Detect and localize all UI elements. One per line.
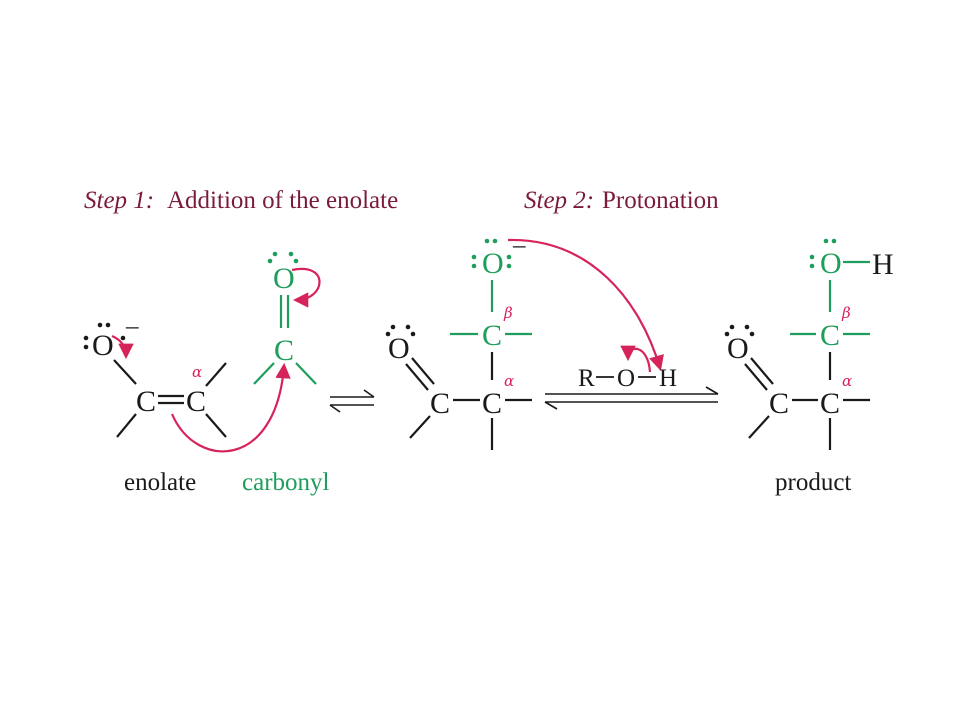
alkoxide-oxygen: O — [482, 247, 504, 280]
alpha-label: α — [842, 372, 852, 390]
enolate-negative-charge: – — [125, 313, 139, 340]
reagent-oxygen: O — [617, 365, 635, 392]
lone-pair-dot — [729, 324, 735, 330]
lone-pair-dot — [405, 324, 411, 330]
alcohol-reagent: R O H — [578, 345, 677, 392]
reverse-arrow-barb — [329, 404, 341, 413]
bond — [295, 362, 317, 385]
lone-pair-dot — [831, 238, 837, 244]
lone-pair-dot — [809, 254, 815, 260]
lone-pair-dot — [97, 322, 103, 328]
carbonyl-oxygen: O — [273, 262, 295, 295]
equilibrium-arrow-2 — [544, 386, 719, 410]
bond — [744, 363, 768, 391]
beta-label: β — [503, 304, 513, 322]
lone-pair-dot — [385, 331, 391, 337]
lone-pair-dot — [105, 322, 111, 328]
beta-label: β — [841, 304, 851, 322]
caption-carbonyl: carbonyl — [242, 469, 330, 496]
bond — [411, 357, 435, 385]
product-structure: O H C β C α C O — [724, 238, 894, 450]
reagent-hydrogen: H — [659, 365, 677, 392]
curved-arrow-oh-bond — [620, 345, 652, 373]
bond — [405, 363, 429, 391]
step2-label: Step 2: — [524, 187, 594, 214]
lone-pair-dot — [83, 344, 89, 350]
hydroxyl-oxygen: O — [820, 247, 842, 280]
curved-arrow-pi-bond — [291, 267, 321, 308]
beta-carbon: C — [820, 319, 840, 352]
ketone-oxygen: O — [727, 332, 749, 365]
bond — [750, 357, 774, 385]
lone-pair-dot — [293, 258, 299, 264]
alpha-carbon: C — [820, 387, 840, 420]
lone-pair-dot — [809, 263, 815, 269]
step1-label: Step 1: — [84, 187, 154, 214]
carbonyl-structure: O C — [253, 251, 317, 385]
lone-pair-dot — [410, 331, 416, 337]
ketone-oxygen: O — [388, 332, 410, 365]
lone-pair-dot — [83, 335, 89, 341]
carbonyl-carbon: C — [274, 334, 294, 367]
lone-pair-dot — [267, 258, 273, 264]
bond — [205, 413, 227, 438]
enolate-oxygen: O — [92, 329, 114, 362]
carbonyl-carbon: C — [769, 387, 789, 420]
hydroxyl-hydrogen: H — [872, 248, 894, 281]
lone-pair-dot — [492, 238, 498, 244]
lone-pair-dot — [744, 324, 750, 330]
step2-title: Protonation — [602, 187, 719, 214]
forward-arrow-barb — [363, 389, 375, 398]
lone-pair-dot — [288, 251, 294, 257]
alpha-label: α — [504, 372, 514, 390]
lone-pair-dot — [390, 324, 396, 330]
lone-pair-dot — [506, 263, 512, 269]
caption-product: product — [775, 469, 851, 496]
curved-arrow-protonation — [507, 238, 664, 371]
lone-pair-dot — [506, 254, 512, 260]
bond — [116, 413, 137, 438]
lone-pair-dot — [484, 238, 490, 244]
reagent-r: R — [578, 365, 595, 392]
enolate-alpha-carbon: C — [186, 385, 206, 418]
bond — [205, 362, 227, 387]
lone-pair-dot — [471, 263, 477, 269]
curved-arrow-lone-pair — [111, 334, 134, 360]
equilibrium-arrow-1 — [329, 389, 375, 413]
step2-heading: Step 2: Protonation — [524, 187, 719, 214]
step1-title: Addition of the enolate — [167, 187, 398, 214]
bond — [409, 415, 431, 439]
bond — [253, 362, 275, 385]
alkoxide-intermediate: O – C β C α C O — [385, 232, 532, 450]
forward-arrow-barb — [705, 386, 719, 395]
curved-arrow-attack — [170, 362, 291, 453]
step1-heading: Step 1: Addition of the enolate — [84, 187, 398, 214]
carbonyl-carbon: C — [430, 387, 450, 420]
bond — [748, 415, 770, 439]
lone-pair-dot — [823, 238, 829, 244]
lone-pair-dot — [471, 254, 477, 260]
lone-pair-dot — [120, 335, 126, 341]
lone-pair-dot — [724, 331, 730, 337]
bond — [113, 359, 137, 385]
lone-pair-dot — [272, 251, 278, 257]
lone-pair-dot — [749, 331, 755, 337]
reverse-arrow-barb — [544, 401, 558, 410]
caption-enolate: enolate — [124, 469, 196, 496]
alpha-carbon: C — [482, 387, 502, 420]
enolate-structure: O – C C α — [83, 313, 227, 438]
enolate-carbon: C — [136, 385, 156, 418]
alkoxide-negative-charge: – — [512, 232, 526, 259]
alpha-label: α — [192, 363, 202, 381]
beta-carbon: C — [482, 319, 502, 352]
